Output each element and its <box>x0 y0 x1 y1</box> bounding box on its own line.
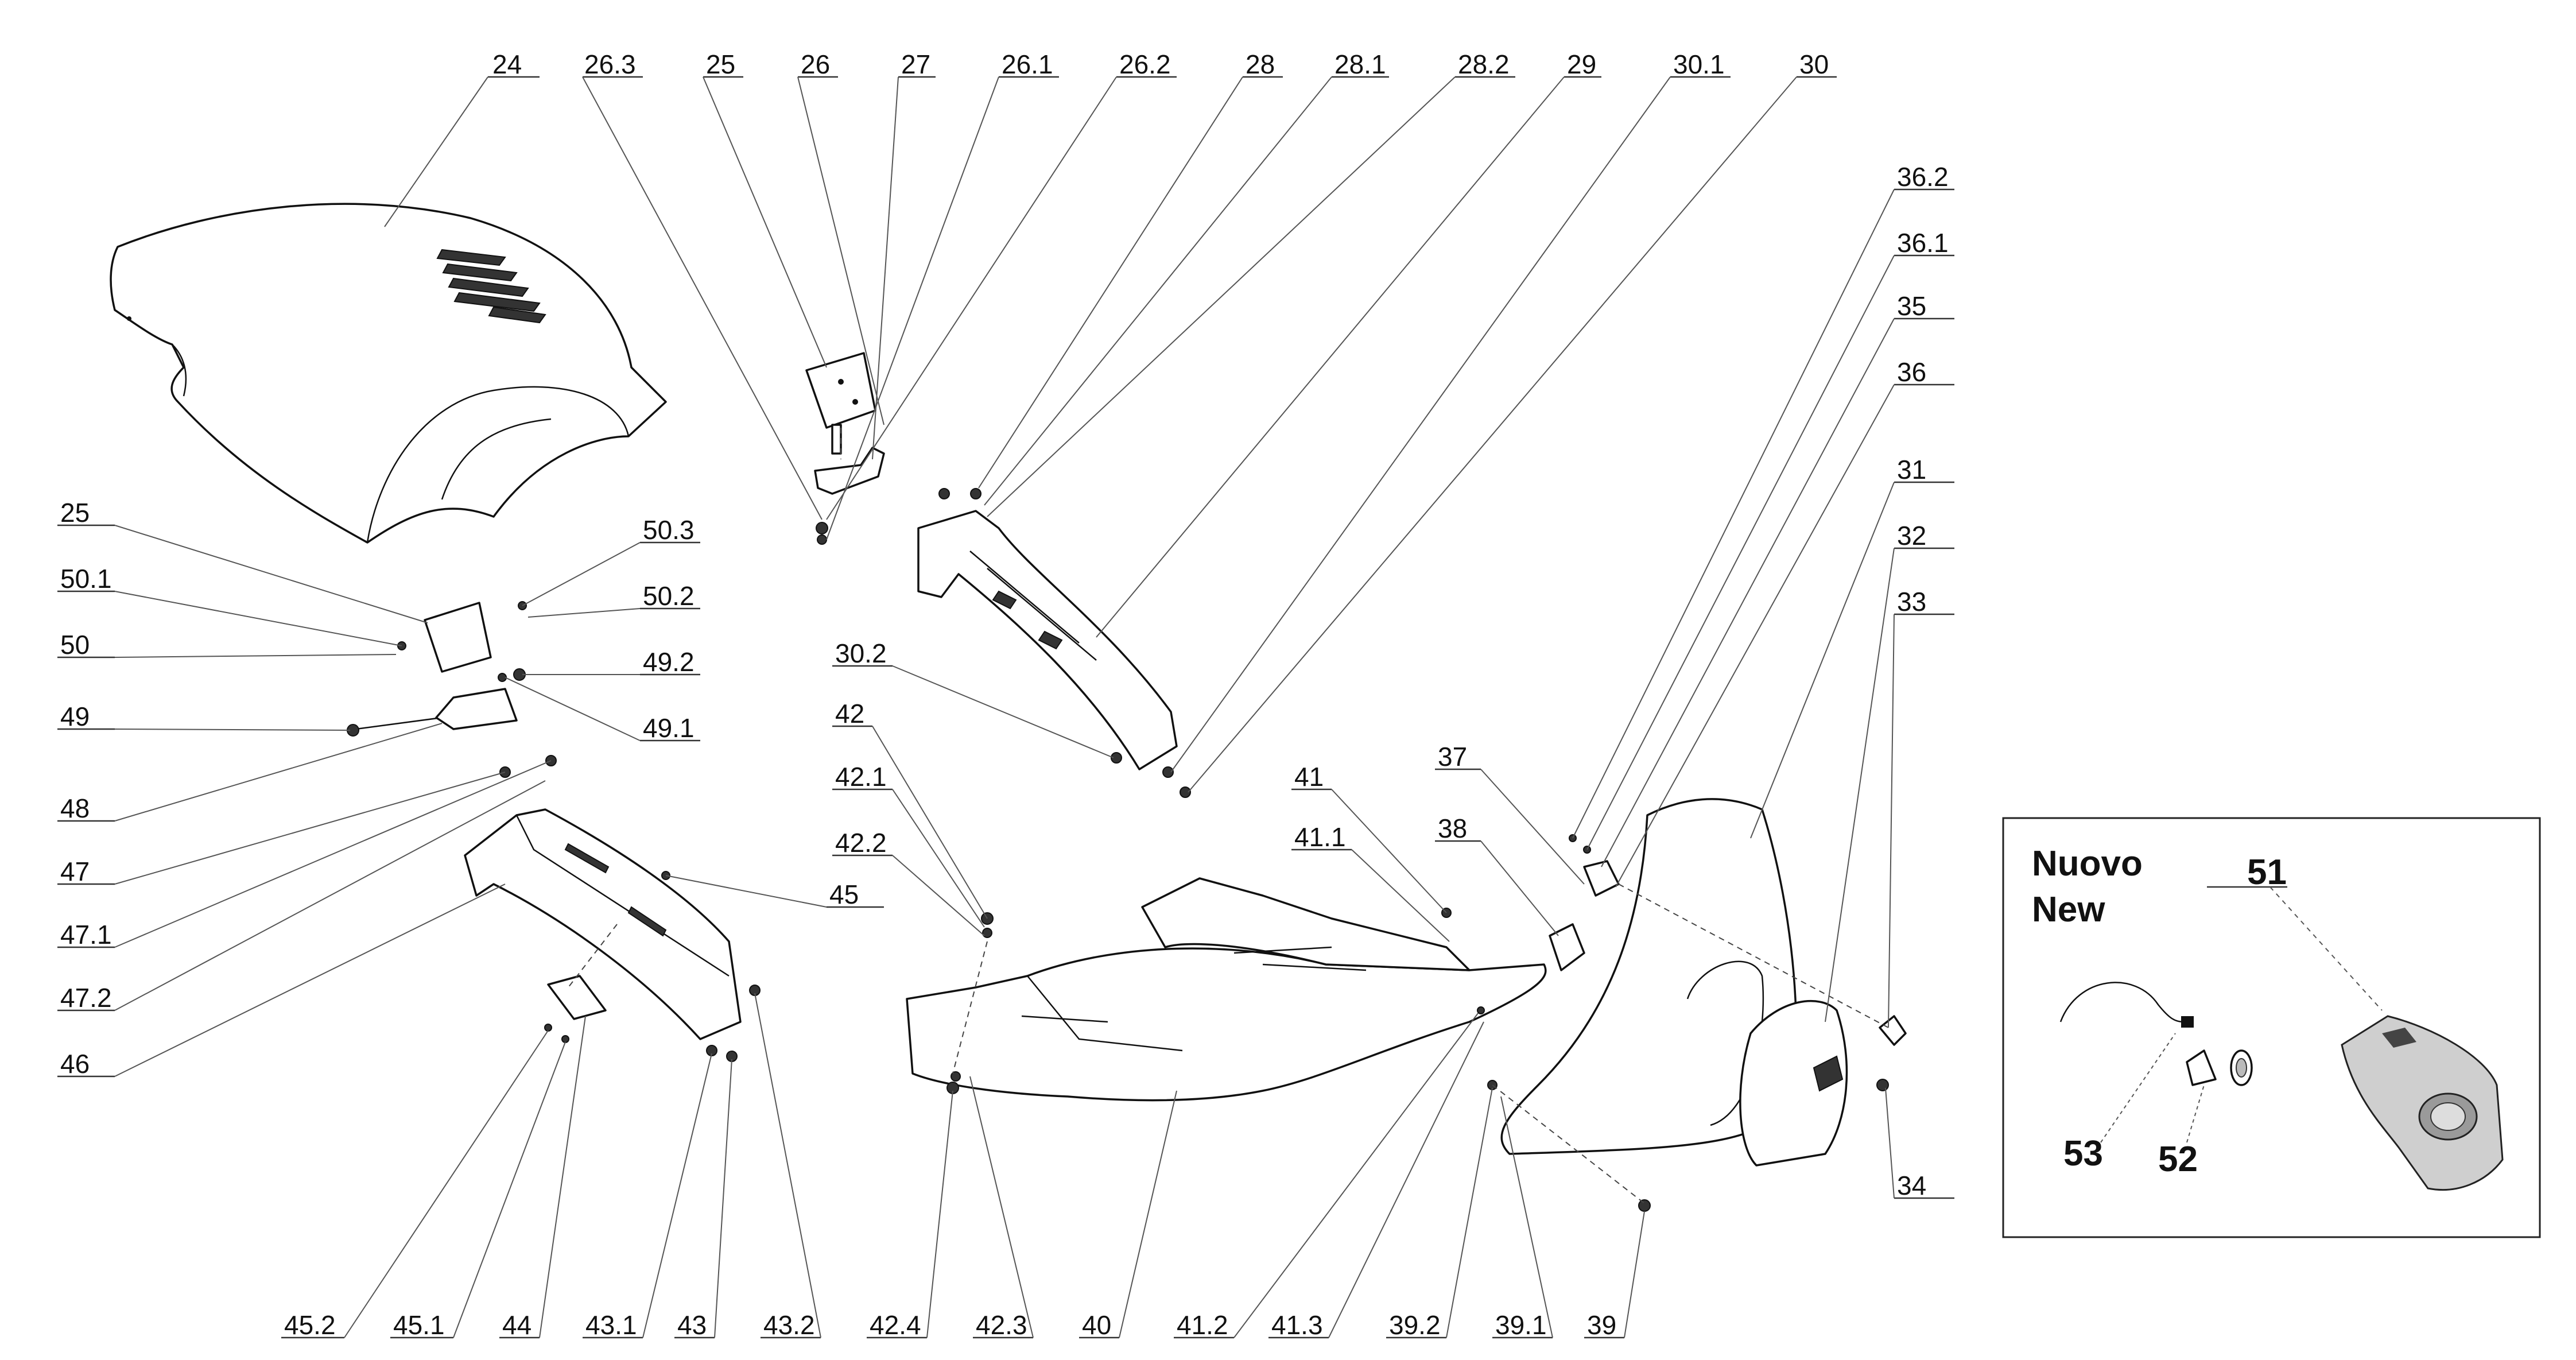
inset-callout-52: 52 <box>2158 1140 2198 1179</box>
callout-42.2: 42.2 <box>835 828 887 858</box>
callout-36.1: 36.1 <box>1897 228 1949 258</box>
callout-41.2: 41.2 <box>1177 1310 1228 1340</box>
callout-28.2: 28.2 <box>1458 49 1510 79</box>
callout-39.1: 39.1 <box>1495 1310 1547 1340</box>
part-25-plate-top <box>805 352 876 429</box>
callout-38: 38 <box>1438 813 1467 843</box>
part-51-tail-light-housing <box>2341 1015 2504 1191</box>
callout-43: 43 <box>677 1310 707 1340</box>
callout-30: 30 <box>1799 49 1829 79</box>
callouts-top: 24 26.3 25 26 27 26.1 26.2 28 28.1 28.2 … <box>492 49 1829 79</box>
callout-31: 31 <box>1897 455 1926 485</box>
callout-45.1: 45.1 <box>393 1310 445 1340</box>
part-31-side-shield <box>1500 798 1907 1212</box>
callout-42: 42 <box>835 699 864 729</box>
inset-callout-51: 51 <box>2247 853 2287 892</box>
callout-34: 34 <box>1897 1171 1926 1200</box>
part-40-floorboard <box>906 877 1547 1102</box>
callout-35: 35 <box>1897 291 1926 321</box>
callout-41.3: 41.3 <box>1271 1310 1323 1340</box>
callout-25-left: 25 <box>60 498 90 528</box>
callouts-middle: 30.2 42 42.1 42.2 41 41.1 37 38 <box>835 638 1467 858</box>
callout-46: 46 <box>60 1049 90 1079</box>
callout-49.2: 49.2 <box>643 647 695 677</box>
callout-28.1: 28.1 <box>1334 49 1386 79</box>
callout-36: 36 <box>1897 357 1926 387</box>
part-25-plate-left <box>347 601 527 737</box>
part-46-rail-bracket <box>464 755 761 1062</box>
callout-50.1: 50.1 <box>60 564 112 594</box>
callout-43.1: 43.1 <box>585 1310 637 1340</box>
callout-28: 28 <box>1246 49 1275 79</box>
inset-new-parts: Nuovo New 51 53 52 <box>2002 817 2541 1238</box>
callouts-right: 36.2 36.1 35 36 31 32 33 34 <box>1897 162 1949 1200</box>
callout-26.2: 26.2 <box>1119 49 1171 79</box>
callout-48: 48 <box>60 793 90 823</box>
callout-42.1: 42.1 <box>835 762 887 792</box>
part-24-vent-grille <box>436 249 546 324</box>
callout-24: 24 <box>492 49 522 79</box>
callout-25-top: 25 <box>706 49 735 79</box>
callout-26: 26 <box>801 49 830 79</box>
callout-32: 32 <box>1897 521 1926 551</box>
part-24-rear-cowl <box>110 203 667 544</box>
callout-44: 44 <box>502 1310 532 1340</box>
callout-47: 47 <box>60 857 90 886</box>
callout-41: 41 <box>1294 762 1324 792</box>
callout-42.4: 42.4 <box>870 1310 921 1340</box>
callout-33: 33 <box>1897 587 1926 617</box>
callout-50.3: 50.3 <box>643 515 695 545</box>
callout-26.3: 26.3 <box>584 49 636 79</box>
inset-title-it: Nuovo <box>2032 844 2143 884</box>
callouts-left: 25 50.1 50 50.3 50.2 49.2 49.1 49 48 47 … <box>60 498 859 1079</box>
part-52-light-cover <box>2186 1049 2253 1086</box>
callout-26.1: 26.1 <box>1002 49 1053 79</box>
leader-lines <box>57 76 1954 1339</box>
inset-title-en: New <box>2032 890 2105 929</box>
callout-36.2: 36.2 <box>1897 162 1949 192</box>
callout-47.1: 47.1 <box>60 920 112 950</box>
callout-40: 40 <box>1082 1310 1111 1340</box>
part-26-bracket <box>814 424 885 545</box>
part-29-support-arm <box>917 488 1191 798</box>
callout-43.2: 43.2 <box>763 1310 815 1340</box>
callout-45: 45 <box>829 879 859 909</box>
callout-39.2: 39.2 <box>1389 1310 1441 1340</box>
inset-callout-53: 53 <box>2063 1134 2103 1173</box>
callout-41.1: 41.1 <box>1294 822 1346 852</box>
part-53-cable <box>2059 982 2194 1028</box>
callout-30.2: 30.2 <box>835 638 887 668</box>
callout-27: 27 <box>901 49 930 79</box>
callout-50.2: 50.2 <box>643 581 695 611</box>
callout-50: 50 <box>60 630 90 660</box>
callout-30.1: 30.1 <box>1673 49 1725 79</box>
assembly-lines <box>568 428 1889 1206</box>
callout-47.2: 47.2 <box>60 983 112 1013</box>
callout-42.3: 42.3 <box>976 1310 1027 1340</box>
callout-49.1: 49.1 <box>643 713 695 743</box>
callout-37: 37 <box>1438 742 1467 772</box>
callout-45.2: 45.2 <box>284 1310 336 1340</box>
callout-29: 29 <box>1567 49 1596 79</box>
callout-39: 39 <box>1587 1310 1616 1340</box>
callouts-bottom: 45.2 45.1 44 43.1 43 43.2 42.4 42.3 40 4… <box>284 1310 1616 1340</box>
callout-49: 49 <box>60 702 90 731</box>
